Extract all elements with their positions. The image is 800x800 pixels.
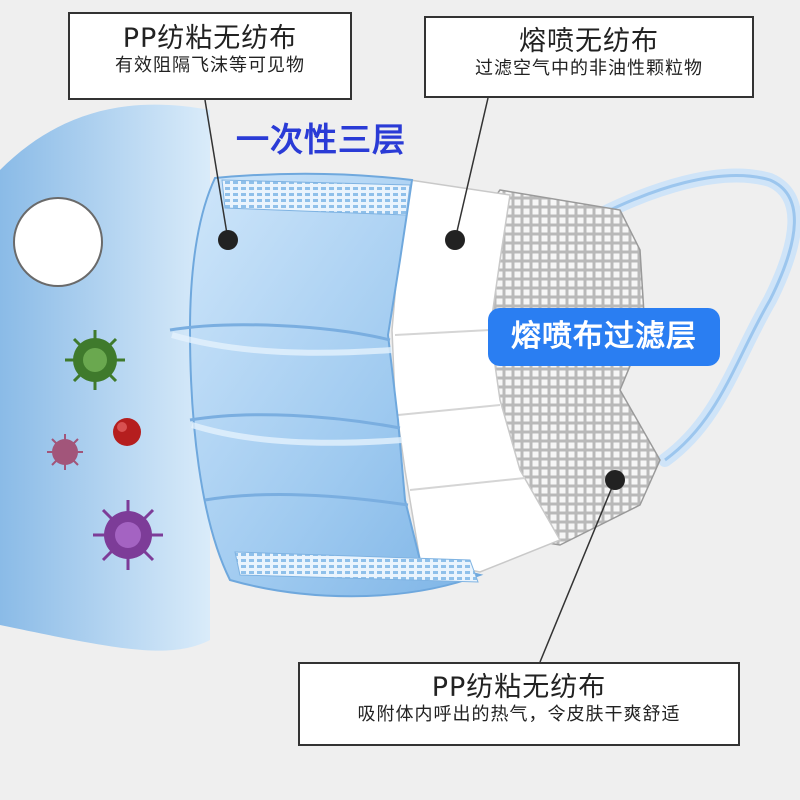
virus-green-icon bbox=[65, 330, 125, 390]
virus-pink-icon bbox=[47, 434, 83, 470]
callout-description: 过滤空气中的非油性颗粒物 bbox=[475, 58, 703, 80]
leader-lines bbox=[204, 97, 616, 663]
eye-circle bbox=[13, 197, 103, 287]
pointer-dot-icon bbox=[218, 230, 238, 250]
callout-description: 有效阻隔飞沫等可见物 bbox=[115, 55, 305, 77]
filter-layer-badge: 熔喷布过滤层 bbox=[488, 308, 720, 366]
callout-title: 熔喷无纺布 bbox=[519, 26, 659, 57]
layers-title: 一次性三层 bbox=[236, 120, 406, 159]
outer-blue-layer bbox=[188, 172, 484, 598]
callout-outer-layer: PP纺粘无纺布 有效阻隔飞沫等可见物 bbox=[68, 12, 352, 100]
callout-description: 吸附体内呼出的热气，令皮肤干爽舒适 bbox=[357, 704, 681, 726]
callout-title: PP纺粘无纺布 bbox=[431, 672, 607, 703]
callout-title: PP纺粘无纺布 bbox=[122, 23, 298, 54]
callout-inner-layer: PP纺粘无纺布 吸附体内呼出的热气，令皮肤干爽舒适 bbox=[298, 662, 740, 746]
pointer-dot-icon bbox=[445, 230, 465, 250]
middle-white-layer bbox=[391, 179, 562, 573]
virus-red-icon bbox=[113, 418, 141, 446]
pointer-dot-icon bbox=[605, 470, 625, 490]
callout-middle-layer: 熔喷无纺布 过滤空气中的非油性颗粒物 bbox=[424, 16, 754, 98]
virus-purple-icon bbox=[93, 500, 163, 570]
